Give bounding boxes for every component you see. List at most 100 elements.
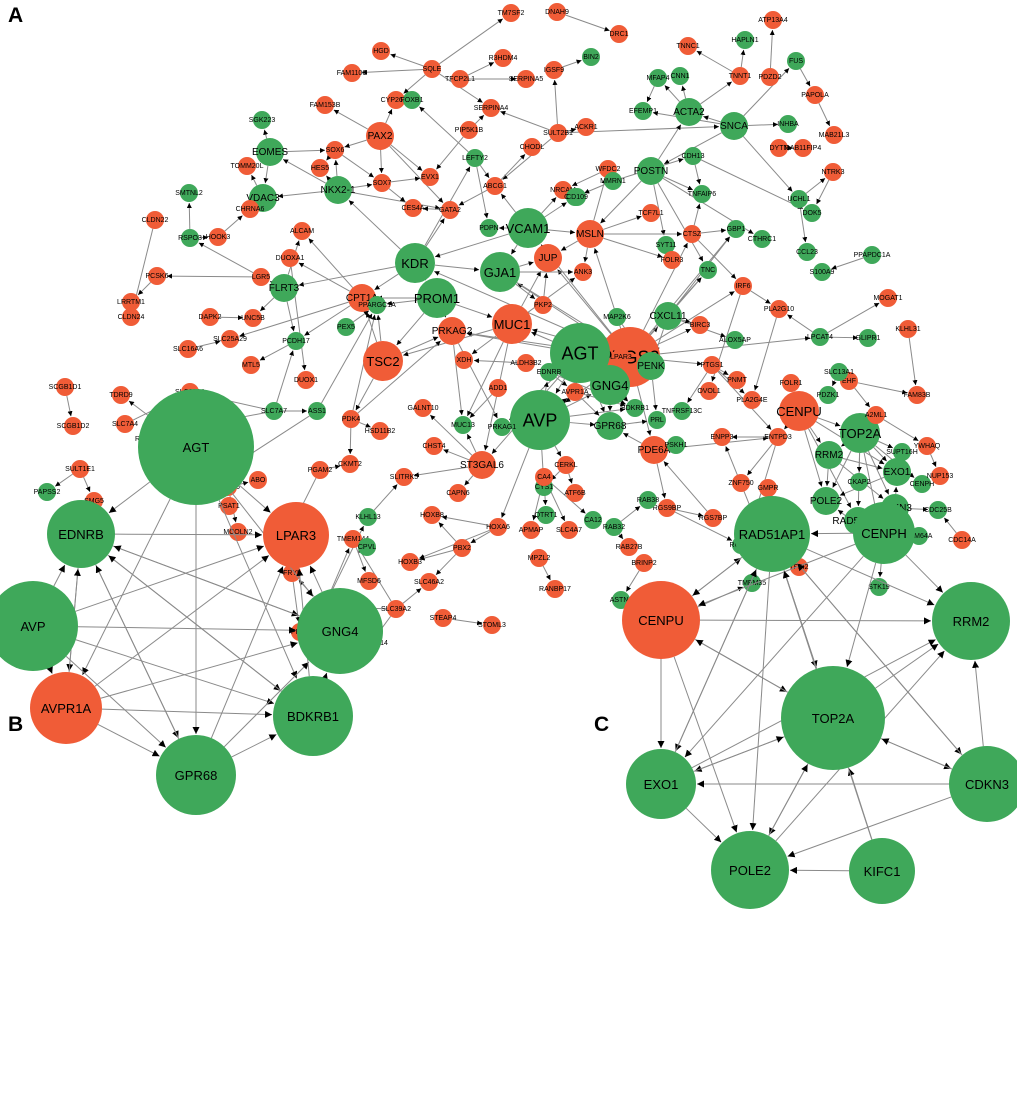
- a-node-label: CKMT2: [338, 461, 362, 468]
- a-node-pla2g10: PLA2G10: [764, 300, 794, 318]
- edge-a: [355, 547, 366, 572]
- a-node-label: ST3GAL6: [460, 460, 504, 471]
- a-node-circle: [640, 436, 668, 464]
- b-node-agt: AGT: [138, 389, 254, 505]
- edge-a: [283, 147, 326, 153]
- b-node-label: BDKRB1: [287, 709, 339, 724]
- a-node-label: PAPSS2: [34, 489, 61, 496]
- edge-a: [276, 350, 294, 403]
- a-node-label: RGS9BP: [653, 505, 682, 512]
- a-node-circle: [720, 112, 748, 140]
- a-node-ednrb: EDNRB: [537, 363, 562, 381]
- a-node-label: SUPT16H: [886, 449, 918, 456]
- a-node-circle: [761, 68, 779, 86]
- a-node-cthrc1: CTHRC1: [748, 230, 776, 248]
- a-node-atf6b: ATF6B: [564, 484, 586, 502]
- edge-a: [224, 215, 243, 232]
- a-node-label: CXCL11: [649, 311, 686, 322]
- a-node-st3gal6: ST3GAL6: [460, 451, 504, 479]
- a-node-label: EVX1: [421, 174, 439, 181]
- b-node-circle: [156, 735, 236, 815]
- edge-b: [94, 555, 270, 687]
- a-node-circle: [180, 184, 198, 202]
- edge-a: [263, 129, 269, 139]
- b-node-label: AVP: [20, 619, 45, 634]
- a-node-duoxa1: DUOXA1: [276, 249, 304, 267]
- a-node-enpp3: ENPP3: [711, 428, 734, 446]
- a-node-agt: AGT: [550, 323, 610, 383]
- edge-a: [854, 387, 871, 408]
- a-node-label: MAB21L3: [819, 132, 850, 139]
- edge-a: [541, 197, 557, 214]
- a-node-label: FUS: [789, 58, 803, 65]
- a-node-label: PGAM2: [308, 467, 333, 474]
- a-node-label: CHRNA6: [236, 206, 265, 213]
- edge-a: [557, 269, 612, 335]
- edge-a: [390, 53, 424, 67]
- a-node-label: VDAC3: [246, 193, 280, 204]
- a-node-circle: [395, 468, 413, 486]
- a-node-circle: [297, 371, 315, 389]
- c-node-circle: [849, 838, 915, 904]
- a-node-mmrn1: MMRN1: [600, 172, 626, 190]
- a-node-label: ALDH3B2: [510, 360, 541, 367]
- a-node-label: SYT11: [656, 242, 677, 249]
- c-node-label: CDKN3: [965, 777, 1009, 792]
- a-node-circle: [584, 511, 602, 529]
- a-node-circle: [557, 456, 575, 474]
- b-node-circle: [0, 581, 78, 671]
- a-node-circle: [582, 48, 600, 66]
- edge-a: [560, 240, 579, 251]
- edge-a: [441, 311, 447, 318]
- edge-a: [298, 262, 351, 292]
- a-node-circle: [489, 518, 507, 536]
- a-node-tnfaip6: TNFAIP6: [688, 185, 716, 203]
- a-node-fryl: FRYL: [283, 564, 301, 582]
- a-node-label: DOK5: [802, 210, 821, 217]
- edge-b: [82, 498, 171, 676]
- a-node-circle: [899, 320, 917, 338]
- edge-a: [326, 154, 332, 161]
- a-node-label: DUOX1: [294, 377, 318, 384]
- c-node-circle: [853, 502, 915, 564]
- a-node-s100a9: S100A9: [810, 263, 835, 281]
- edge-c: [692, 556, 743, 596]
- edge-a: [451, 618, 483, 626]
- a-node-gng4: GNG4: [590, 365, 630, 405]
- a-node-circle: [770, 300, 788, 318]
- edge-a: [584, 184, 605, 194]
- a-node-label: PDZK1: [817, 392, 840, 399]
- a-node-label: KLHL31: [895, 326, 920, 333]
- edge-b: [239, 484, 271, 513]
- a-node-label: GALNT10: [407, 405, 438, 412]
- a-node-circle: [704, 509, 722, 527]
- c-node-cenph: CENPH: [853, 502, 915, 564]
- a-node-slc25a29: SLC25A29: [213, 330, 247, 348]
- a-node-label: CYP26A1: [381, 97, 412, 104]
- a-node-circle: [913, 475, 931, 493]
- edge-a: [500, 110, 550, 131]
- edge-c: [685, 807, 722, 843]
- a-node-circle: [56, 378, 74, 396]
- edge-a: [292, 581, 301, 623]
- a-node-cd109b: CD109: [566, 188, 588, 206]
- a-node-label: ENTPD3: [764, 434, 792, 441]
- edge-a: [694, 164, 701, 185]
- a-node-irf6: IRF6: [734, 277, 752, 295]
- edge-a: [83, 477, 91, 493]
- a-node-label: GLIPR1: [856, 335, 881, 342]
- a-node-tnnt1: TNNT1: [729, 67, 751, 85]
- a-node-circle: [713, 428, 731, 446]
- a-node-label: CHODL: [520, 144, 545, 151]
- a-node-circle: [360, 572, 378, 590]
- a-node-label: ASS1: [308, 408, 326, 415]
- a-node-circle: [560, 521, 578, 539]
- a-node-label: ATF6B: [564, 490, 586, 497]
- a-node-label: GJA1: [484, 265, 517, 280]
- a-node-label: SLC16A6: [173, 346, 203, 353]
- edge-a: [351, 182, 373, 189]
- a-node-circle: [281, 249, 299, 267]
- a-node-slc13a1: SLC13A1: [824, 363, 854, 381]
- a-node-label: ALOX5AP: [719, 337, 751, 344]
- a-node-mab21l3: MAB21L3: [819, 126, 850, 144]
